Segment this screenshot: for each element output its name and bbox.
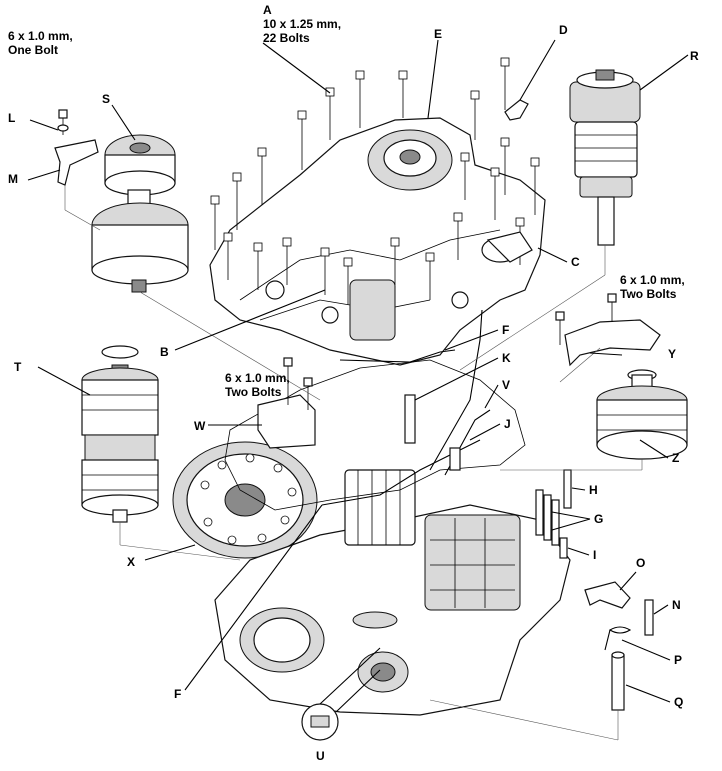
part-u-seal-inset [301,647,381,741]
housing-gasket [224,359,526,511]
label-f-bottom: F [174,687,181,701]
part-t-clutch-shaft [81,345,159,523]
label-l: L [8,111,15,125]
part-p-spring [604,626,632,651]
label-a: A [263,3,272,17]
label-a-count: 22 Bolts [263,31,310,45]
label-c: C [571,255,580,269]
transmission-housing-lower [214,469,571,716]
label-z: Z [672,451,679,465]
part-d-bracket [504,99,529,121]
label-p: P [674,653,682,667]
part-q-shaft [611,651,625,711]
label-i: I [593,548,596,562]
part-n-pin [644,599,654,636]
part-r-shaft [569,69,641,246]
callout-labels: A 10 x 1.25 mm, 22 Bolts E D R C B F K V… [8,3,699,763]
label-l-count: One Bolt [8,43,58,57]
label-r: R [690,49,699,63]
callout-leaders [27,39,689,703]
part-z-clutch [596,369,688,460]
oil-pipes [321,309,491,506]
housing-bolts [210,57,540,305]
label-y: Y [668,347,676,361]
label-g: G [594,512,603,526]
label-q: Q [674,695,683,709]
label-n: N [672,598,681,612]
label-v: V [502,378,510,392]
dowel-pins [535,469,572,559]
part-c-cover [486,231,533,263]
label-e: E [434,27,442,41]
part-o-lever [584,581,631,609]
label-h: H [589,483,598,497]
label-t: T [14,360,22,374]
part-x-differential [172,441,318,559]
label-o: O [636,556,645,570]
label-j: J [504,417,511,431]
label-w-size: 6 x 1.0 mm, [225,371,290,385]
label-k: K [502,351,511,365]
part-l-bolt [57,109,69,135]
label-b: B [160,345,169,359]
label-a-size: 10 x 1.25 mm, [263,17,341,31]
label-s: S [102,92,110,106]
label-x: X [127,555,135,569]
label-m: M [8,172,18,186]
label-d: D [559,23,568,37]
label-f-top: F [502,323,509,337]
part-s-gear-shaft [91,134,189,293]
label-w-count: Two Bolts [225,385,282,399]
part-y-cover [555,293,661,367]
part-w-plate [257,357,316,449]
label-y-size: 6 x 1.0 mm, [620,273,685,287]
label-u: U [316,749,325,763]
label-l-size: 6 x 1.0 mm, [8,29,73,43]
label-y-count: Two Bolts [620,287,677,301]
part-m-shift-fork [54,139,99,186]
label-w: W [194,419,206,433]
transmission-housing-upper [209,117,546,366]
